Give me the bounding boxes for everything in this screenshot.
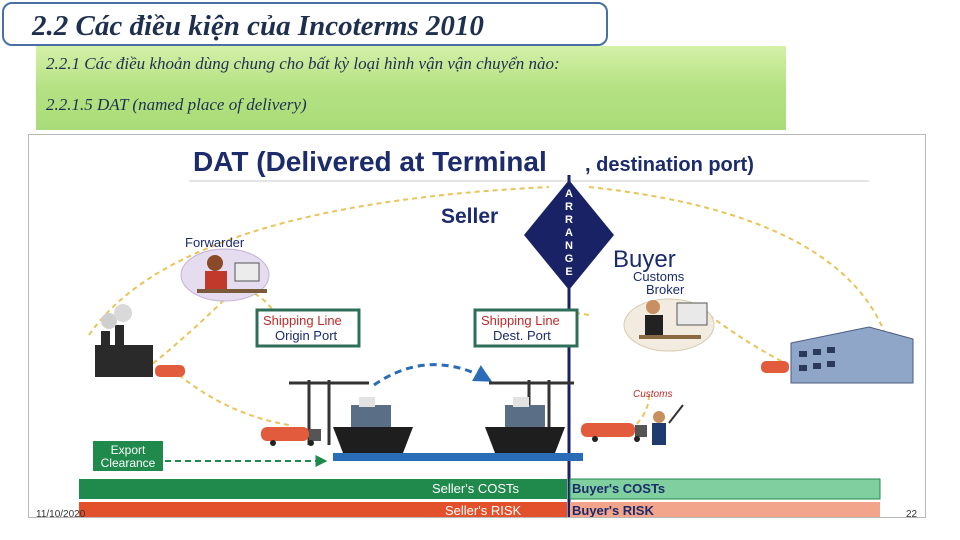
customs-officer-icon [652, 404, 684, 445]
forwarder-icon [180, 248, 270, 302]
flow-arc-buyer [588, 186, 890, 346]
buyers-risk-bar [570, 502, 880, 517]
dat-diagram-svg: DAT (Delivered at Terminal , destination… [79, 146, 914, 518]
dest-truck-icon [581, 423, 647, 442]
origin-box-line1: Shipping Line [263, 313, 342, 328]
origin-ship-icon [333, 397, 413, 453]
flow-arc-seller [88, 186, 550, 336]
sellers-risk-label: Seller's RISK [445, 503, 522, 518]
dest-box-line2: Dest. Port [493, 328, 551, 343]
buyers-costs-label: Buyer's COSTs [572, 481, 665, 496]
sellers-costs-label: Seller's COSTs [432, 481, 520, 496]
flow-factory-port [178, 374, 290, 426]
arrange-banner [524, 180, 614, 290]
customs-broker-line2: Broker [646, 282, 685, 297]
diagram-heading-main: DAT (Delivered at Terminal [193, 146, 547, 177]
factory-icon [95, 304, 185, 377]
arrange-letter: R [565, 214, 573, 226]
customs-broker-icon [623, 298, 715, 352]
shipping-arrow [373, 363, 493, 387]
page-number: 22 [906, 509, 918, 520]
buyer-label: Buyer [613, 246, 676, 273]
arrange-letter: N [565, 240, 573, 252]
warehouse-icon [761, 326, 914, 384]
arrange-letter: G [565, 253, 574, 265]
buyers-risk-label: Buyer's RISK [572, 503, 654, 518]
title-box: 2.2 Các điều kiện của Incoterms 2010 [2, 2, 608, 46]
diagram-heading-sub: , destination port) [585, 154, 754, 176]
customs-broker-line1: Customs [633, 269, 685, 284]
subtitle-band [36, 46, 786, 130]
export-line1: Export [111, 443, 146, 457]
subtitle-1: 2.2.1 Các điều khoản dùng chung cho bất … [46, 54, 560, 73]
arrange-letter: R [565, 201, 573, 213]
forwarder-label: Forwarder [185, 235, 245, 250]
arrange-letters: A R R A N G E [565, 188, 574, 278]
arrange-letter: E [565, 266, 572, 278]
export-clearance-box: Export Clearance [93, 441, 163, 471]
water [333, 453, 583, 461]
seller-label: Seller [441, 205, 498, 228]
origin-port-box: Shipping Line Origin Port [255, 308, 361, 348]
buyers-costs-bar [569, 478, 881, 500]
export-line2: Clearance [101, 456, 156, 470]
arrange-letter: A [565, 188, 573, 200]
dat-diagram: DAT (Delivered at Terminal , destination… [28, 134, 926, 518]
customs-label: Customs [633, 389, 672, 400]
dest-port-box: Shipping Line Dest. Port [473, 308, 579, 348]
sellers-risk-bar [79, 502, 567, 517]
dest-box-line1: Shipping Line [481, 313, 560, 328]
slide-title: 2.2 Các điều kiện của Incoterms 2010 [32, 10, 484, 42]
flow-broker-warehouse [708, 314, 790, 366]
sellers-costs-bar [79, 479, 567, 499]
origin-truck-icon [261, 427, 321, 446]
slide-date: 11/10/2020 [36, 509, 86, 520]
dest-ship-icon [485, 397, 565, 453]
origin-box-line2: Origin Port [275, 328, 338, 343]
subtitle-2: 2.2.1.5 DAT (named place of delivery) [46, 95, 307, 114]
arrange-letter: A [565, 227, 573, 239]
